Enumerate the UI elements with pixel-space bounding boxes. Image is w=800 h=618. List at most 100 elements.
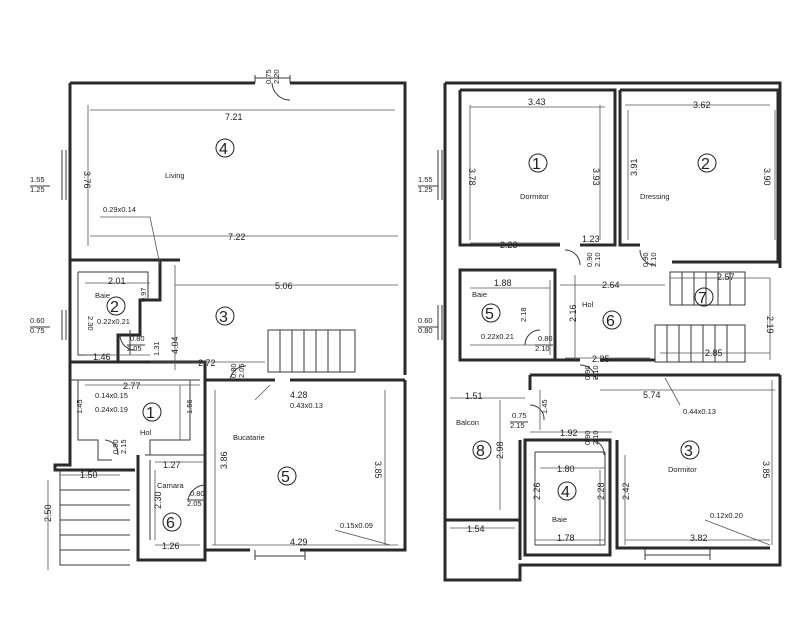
opening-height: 1.25 xyxy=(418,185,433,194)
dimension-label: 3.62 xyxy=(693,100,711,110)
dimension-label: 2.98 xyxy=(495,441,505,459)
dimension-label: 0.14x0.15 xyxy=(95,391,128,400)
room-number: 5 xyxy=(281,469,290,486)
opening-height: 2.10 xyxy=(591,430,600,445)
opening-height: 0.75 xyxy=(30,326,45,335)
dimension-label: 3.43 xyxy=(528,97,546,107)
opening-height: 2.05 xyxy=(237,363,246,378)
dimension-label: 1.26 xyxy=(162,541,180,551)
room-name: Dressing xyxy=(640,192,670,201)
room-name: Living xyxy=(165,171,185,180)
room-name: Baie xyxy=(552,515,567,524)
dimension-label: 1.50 xyxy=(80,470,98,480)
room-name: Dormitor xyxy=(668,465,697,474)
opening-width: 0.80 xyxy=(229,363,238,378)
dimension-label: 0.15x0.09 xyxy=(340,521,373,530)
room-number: 6 xyxy=(606,313,615,330)
dimension-label: 1.27 xyxy=(163,460,181,470)
dimension-label: 5.74 xyxy=(643,390,661,400)
dimension-label: 7.21 xyxy=(225,112,243,122)
room-number: 7 xyxy=(698,290,707,307)
room-name: Camara xyxy=(157,481,185,490)
opening-height: 1.25 xyxy=(30,185,45,194)
dimension-label: 1.78 xyxy=(557,533,575,543)
room-number: 8 xyxy=(476,443,485,460)
room-number: 4 xyxy=(561,484,570,501)
dimension-label: 2.23 xyxy=(500,240,518,250)
dimension-label: 1.92 xyxy=(560,428,578,438)
dimension-label: 2.30 xyxy=(86,316,95,331)
opening-width: 0.90 xyxy=(585,252,594,267)
dimension-label: 1.80 xyxy=(557,464,575,474)
dimension-label: 2.18 xyxy=(519,307,528,322)
room-number: 4 xyxy=(219,141,228,158)
dimension-label: 1.46 xyxy=(93,352,111,362)
upper-floor-plan xyxy=(437,81,782,582)
room-name: Hol xyxy=(582,300,594,309)
dimension-label: 3.93 xyxy=(591,168,601,186)
dimension-label: 3.85 xyxy=(761,461,771,479)
opening-width: 0.80 xyxy=(538,334,553,343)
dimension-label: 2.19 xyxy=(765,316,775,334)
dimension-label: 0.24x0.19 xyxy=(95,405,128,414)
room-number: 3 xyxy=(219,309,228,326)
dimension-label: 4.29 xyxy=(290,537,308,547)
opening-height: 0.80 xyxy=(418,326,433,335)
opening-width: 0.90 xyxy=(583,430,592,445)
opening-height: 2.15 xyxy=(510,421,525,430)
dimension-label: 0.12x0.20 xyxy=(710,511,743,520)
dimension-label: 3.91 xyxy=(629,158,639,176)
opening-height: 2.15 xyxy=(119,439,128,454)
dimension-label: 0.29x0.14 xyxy=(103,205,136,214)
dimension-label: 1.45 xyxy=(540,399,549,414)
opening-width: 0.60 xyxy=(418,316,433,325)
dimension-label: 2.85 xyxy=(705,348,723,358)
dimension-label: 0.22x0.21 xyxy=(481,332,514,341)
dimension-label: 4.04 xyxy=(170,336,180,354)
dimension-label: 1.45 xyxy=(75,399,84,414)
dimension-label: 0.44x0.13 xyxy=(683,407,716,416)
opening-height: 2.05 xyxy=(187,499,202,508)
opening-width: 0.80 xyxy=(190,489,205,498)
dimension-label: 1.31 xyxy=(152,341,161,356)
dimension-label: 3.78 xyxy=(467,168,477,186)
dimension-label: 2.42 xyxy=(621,482,631,500)
opening-width: 0.90 xyxy=(583,365,592,380)
dimension-label: 1.51 xyxy=(465,391,483,401)
dimension-label: 7.22 xyxy=(228,232,246,242)
room-number: 6 xyxy=(166,515,175,532)
dimension-label: 1.23 xyxy=(582,234,600,244)
room-name: Baie xyxy=(472,290,487,299)
opening-height: 2.05 xyxy=(127,344,142,353)
opening-height: 2.10 xyxy=(649,252,658,267)
dimension-label: 3.86 xyxy=(219,451,229,469)
dimension-label: 3.82 xyxy=(690,533,708,543)
dimension-label: 2.28 xyxy=(596,482,606,500)
room-name: Dormitor xyxy=(520,192,549,201)
opening-width: 1.55 xyxy=(30,175,45,184)
dimension-label: 2.57 xyxy=(717,272,735,282)
dimension-label: 1.54 xyxy=(467,524,485,534)
dimension-label: 2.64 xyxy=(602,280,620,290)
dimension-label: 4.28 xyxy=(290,390,308,400)
dimension-label: 2.35 xyxy=(592,354,610,364)
opening-width: 1.55 xyxy=(418,175,433,184)
room-number: 3 xyxy=(684,443,693,460)
dimension-label: 2.77 xyxy=(123,381,141,391)
dimension-label: 3.90 xyxy=(762,168,772,186)
room-number: 5 xyxy=(485,306,494,323)
dimension-label: 3.76 xyxy=(82,171,92,189)
opening-height: 2.10 xyxy=(593,252,602,267)
dimension-label: 2.26 xyxy=(532,482,542,500)
room-name: Baie xyxy=(95,291,110,300)
dimension-label: 2.16 xyxy=(568,304,578,322)
dimension-label: 0.97 xyxy=(139,287,148,302)
opening-width: 0.90 xyxy=(641,252,650,267)
dimension-label: 0.22x0.21 xyxy=(97,317,130,326)
dimension-label: 3.85 xyxy=(373,461,383,479)
dimension-label: 1.56 xyxy=(185,399,194,414)
room-name: Hol xyxy=(140,428,152,437)
room-number: 2 xyxy=(110,299,119,316)
opening-height: 2.10 xyxy=(591,365,600,380)
opening-width: 0.75 xyxy=(264,69,273,84)
